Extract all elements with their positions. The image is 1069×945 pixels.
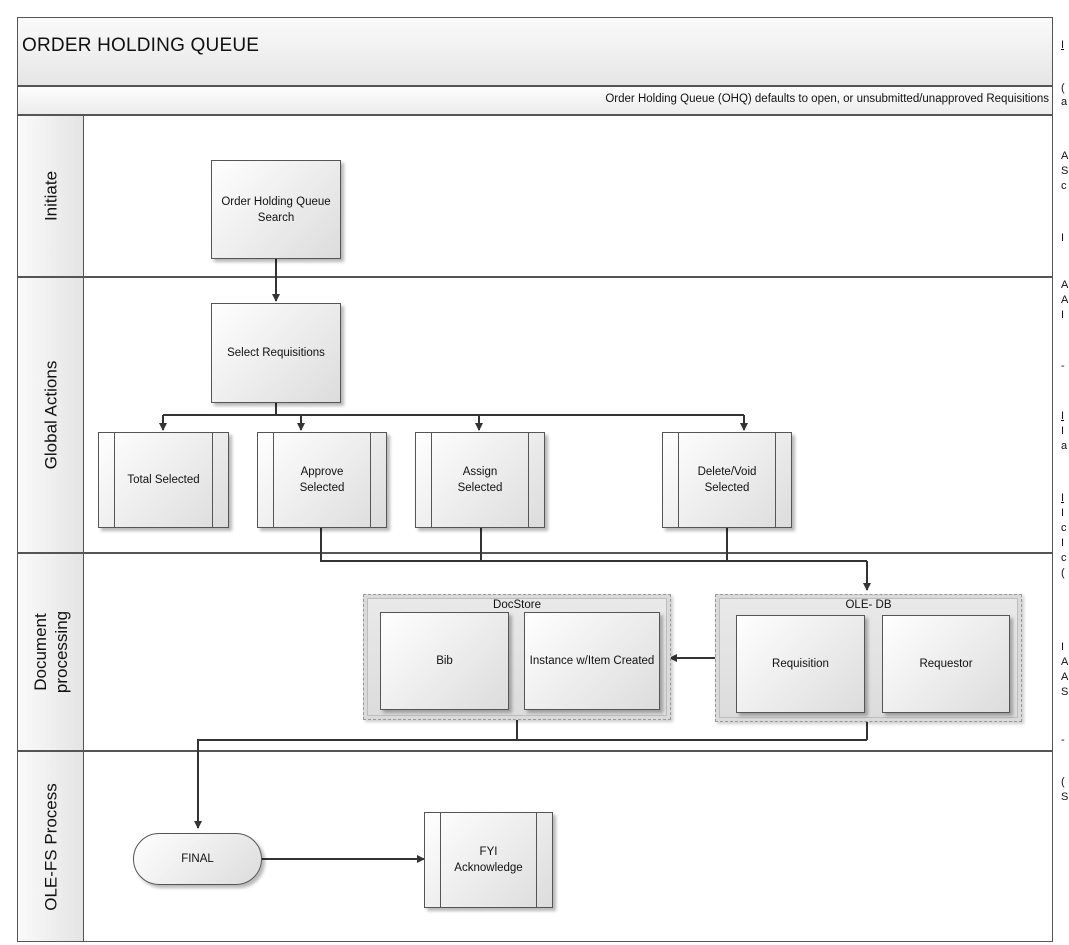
requisition-node: Requisition xyxy=(736,615,865,713)
subtitle-bar xyxy=(17,86,1053,115)
total-selected-label: Total Selected xyxy=(127,474,200,486)
connector-processing-merge xyxy=(194,739,867,829)
diagram-title: ORDER HOLDING QUEUE xyxy=(22,35,260,56)
side-note-fragment: S xyxy=(1061,165,1069,177)
side-note-fragment: c xyxy=(1061,180,1067,192)
side-note-fragment: I xyxy=(1061,232,1065,244)
side-note-fragment: S xyxy=(1061,686,1069,698)
instance-item-created-node: Instance w/Item Created xyxy=(524,612,660,710)
assign-selected-label: Assign Selected xyxy=(457,466,503,494)
assign-selected-node: Assign Selected xyxy=(415,432,545,528)
side-note-fragment: I xyxy=(1061,537,1065,549)
diagram-subtitle: Order Holding Queue (OHQ) defaults to op… xyxy=(605,93,1049,105)
side-note-fragment: I xyxy=(1061,410,1065,422)
side-note-fragment: I xyxy=(1061,492,1065,504)
side-note-fragment: A xyxy=(1061,671,1069,683)
side-note-fragment: I xyxy=(1061,39,1065,51)
side-note-fragment: c xyxy=(1061,522,1067,534)
final-terminator-node: FINAL xyxy=(133,833,262,885)
ole-db-group: OLE- DB Requisition Requestor xyxy=(715,594,1022,722)
side-note-fragment: A xyxy=(1061,279,1069,291)
side-note-fragment: I xyxy=(1061,641,1065,653)
docstore-group: DocStore Bib Instance w/Item Created xyxy=(363,594,671,720)
select-requisitions-node: Select Requisitions xyxy=(211,303,341,403)
approve-selected-label: Approve Selected xyxy=(299,466,345,494)
fyi-acknowledge-node: FYI Acknowledge xyxy=(424,812,553,908)
connector-to-approve xyxy=(276,414,305,431)
side-note-fragment: A xyxy=(1061,656,1069,668)
approve-selected-node: Approve Selected xyxy=(257,432,387,528)
side-note-fragment: c xyxy=(1061,552,1067,564)
side-note-fragment: ( xyxy=(1061,82,1065,94)
connector-actions-merge xyxy=(320,528,867,562)
lane-header-global-actions: Global Actions xyxy=(17,277,84,553)
delete-void-selected-label: Delete/Void Selected xyxy=(697,466,757,494)
lane-header-ole-fs-process: OLE-FS Process xyxy=(17,751,84,942)
side-note-fragment: - xyxy=(1061,734,1065,746)
ole-db-group-title: OLE- DB xyxy=(845,599,892,611)
delete-void-selected-node: Delete/Void Selected xyxy=(662,432,792,528)
side-note-fragment: I xyxy=(1061,309,1065,321)
side-note-fragment: a xyxy=(1061,96,1068,108)
side-note-fragment: a xyxy=(1061,440,1068,452)
lane-header-initiate: Initiate xyxy=(17,115,84,277)
docstore-group-title: DocStore xyxy=(493,599,541,611)
fyi-acknowledge-label: FYI Acknowledge xyxy=(454,846,523,874)
total-selected-node: Total Selected xyxy=(98,432,229,528)
requestor-node: Requestor xyxy=(882,615,1010,713)
side-note-fragment: ( xyxy=(1061,567,1065,579)
side-note-fragment: A xyxy=(1061,150,1069,162)
side-note-fragment: - xyxy=(1061,360,1065,372)
bib-node: Bib xyxy=(380,612,509,710)
side-note-fragment: A xyxy=(1061,294,1069,306)
lane-header-document-processing: Document processing xyxy=(17,553,84,751)
side-note-fragment: I xyxy=(1061,425,1065,437)
title-bar xyxy=(17,17,1053,86)
order-holding-queue-search-node: Order Holding Queue Search xyxy=(211,160,341,259)
side-note-fragment: ( xyxy=(1061,776,1065,788)
side-note-fragment: I xyxy=(1061,507,1065,519)
side-note-fragment: S xyxy=(1061,791,1069,803)
